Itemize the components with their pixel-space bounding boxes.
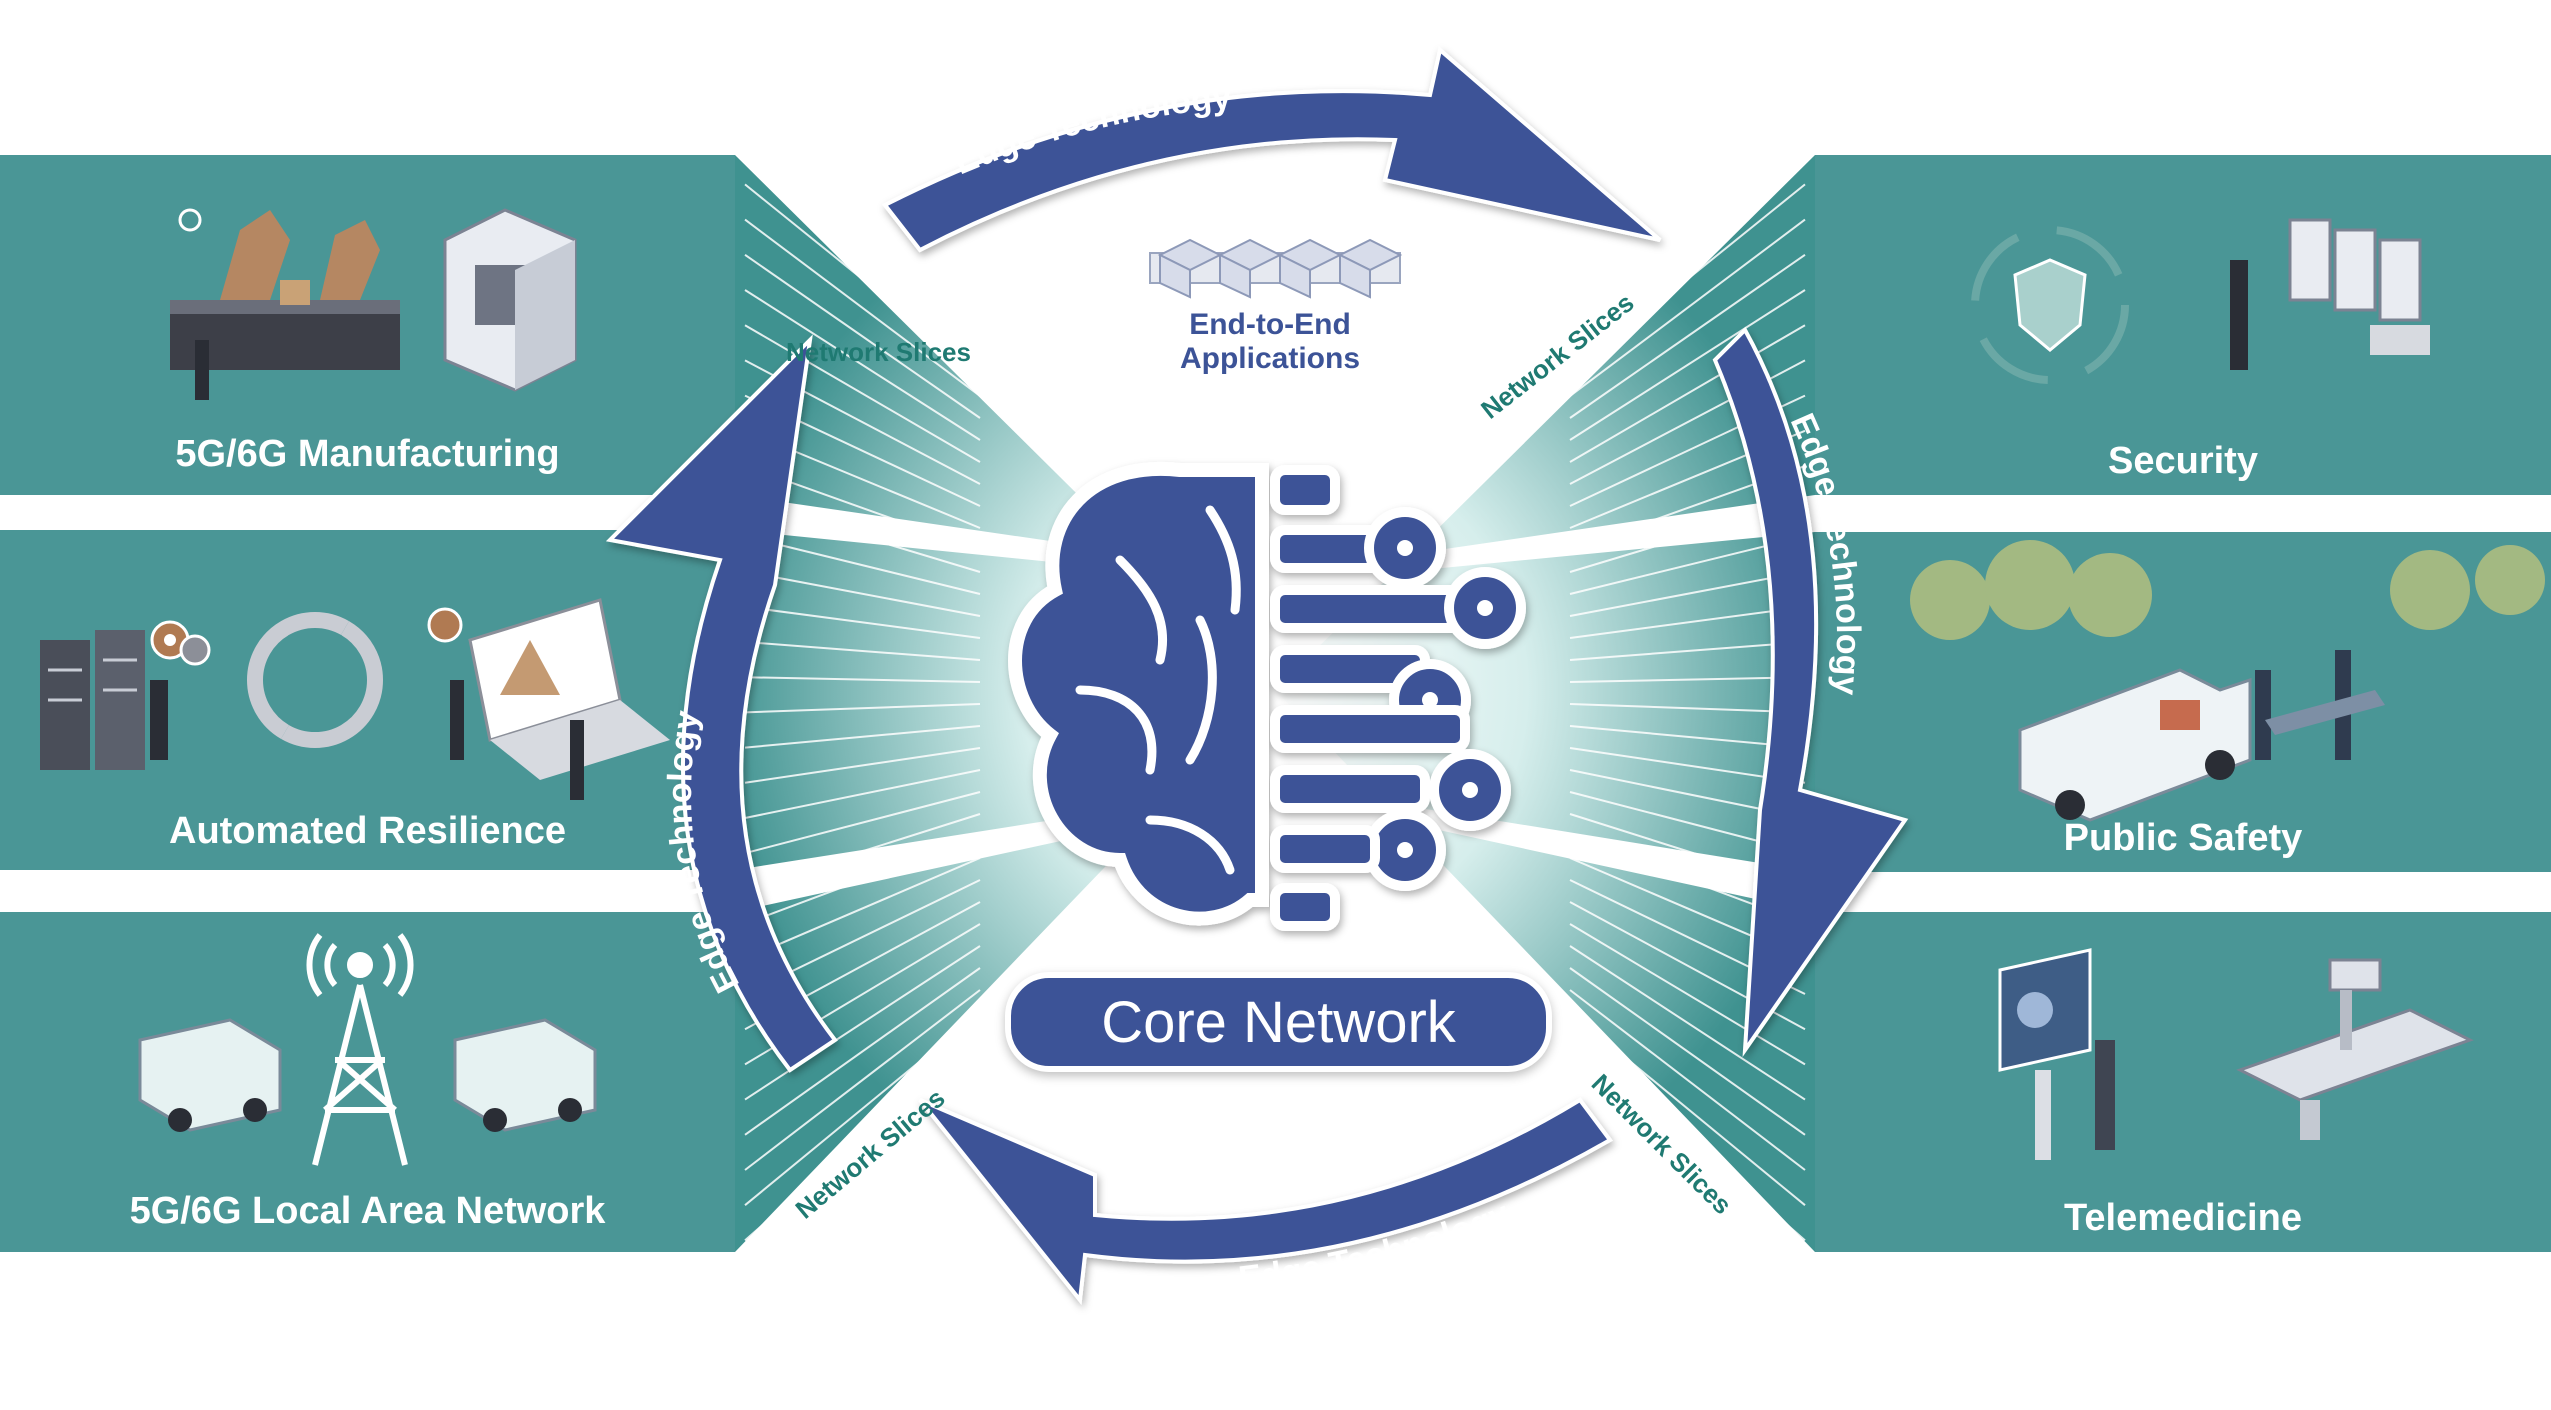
ray [1569,148,1806,353]
ray [744,113,981,331]
ray [744,967,981,1136]
paramedics-icon [2255,650,2385,760]
core-network-label: Core Network [1005,972,1552,1072]
applications-line1: End-to-End [1189,308,1351,341]
edge-technology-arrows [605,46,1909,1306]
arrow-right [1712,326,1909,1058]
panel-manufacturing: 5G/6G Manufacturing [0,155,735,495]
applications-label: End-to-End Applications [1140,308,1400,376]
ray [744,570,981,617]
ray [744,703,981,714]
ray [744,218,981,397]
separator-beam [1370,495,1815,575]
panel-telemedicine: Telemedicine [1815,912,2551,1252]
ray [1569,641,1806,661]
ray [744,945,981,1101]
panel-label: Public Safety [2063,817,2303,859]
panel-label: 5G/6G Local Area Network [129,1190,606,1232]
panel-label: 5G/6G Manufacturing [175,433,560,475]
ray [744,1055,981,1277]
data-center-icon [2230,218,2430,370]
hospital-bed-icon [2236,958,2474,1140]
ray [1569,289,1806,441]
gear-icon [150,620,211,666]
monitor-icon [1998,948,2115,1160]
ray [744,605,981,639]
ray [744,535,981,595]
ray [744,676,981,683]
van-icon [138,1018,282,1132]
ray [744,253,981,419]
slices-label-top-left: Network Slices [786,337,971,367]
ray [1569,113,1806,331]
left-wedge [735,155,1275,1252]
machine-icon [443,208,577,392]
ray [744,1011,981,1206]
applications-cubes-icon [1149,238,1403,299]
arrow-top [881,46,1662,253]
ray [1569,605,1806,639]
ray [744,857,981,960]
ray [1569,253,1806,419]
ray [1569,703,1806,714]
ray [744,324,981,463]
cycle-arrows-icon [246,611,384,749]
ray [744,289,981,441]
ray [1569,183,1806,375]
ray [1569,989,1806,1171]
ray [744,1033,981,1242]
ray [744,183,981,375]
server-racks-icon [40,630,168,770]
robot-arm-icon [170,208,400,400]
arrow-left [605,334,838,1073]
ray [744,989,981,1171]
right-wedge [1275,155,1815,1252]
ray [1569,324,1806,463]
van-icon [453,1018,597,1132]
ray [1569,1055,1806,1277]
ray [744,725,981,749]
arrow-bottom [918,1097,1613,1306]
ray [1569,570,1806,617]
laptop-warning-icon [427,598,670,800]
shield-icon [1971,226,2129,384]
ray [744,791,981,855]
ray [1569,1011,1806,1206]
ray [1569,676,1806,683]
network-slice-rays [744,113,1806,1277]
ray [744,747,981,784]
ray [744,148,981,353]
trees-icon [1910,540,2545,640]
ray [1569,923,1806,1066]
ray [1569,725,1806,749]
ambulance-icon [2018,668,2252,822]
ray [1569,218,1806,397]
ray [744,769,981,819]
cell-tower-icon [306,933,414,1166]
ray [744,641,981,661]
panel-label: Automated Resilience [169,810,566,852]
ray [1569,967,1806,1136]
core-brain-icon [1008,461,1526,931]
ray [1569,1033,1806,1242]
ray [1569,945,1806,1101]
applications-line2: Applications [1179,342,1360,375]
panel-label: Telemedicine [2064,1197,2302,1239]
panel-label: Security [2108,440,2258,482]
